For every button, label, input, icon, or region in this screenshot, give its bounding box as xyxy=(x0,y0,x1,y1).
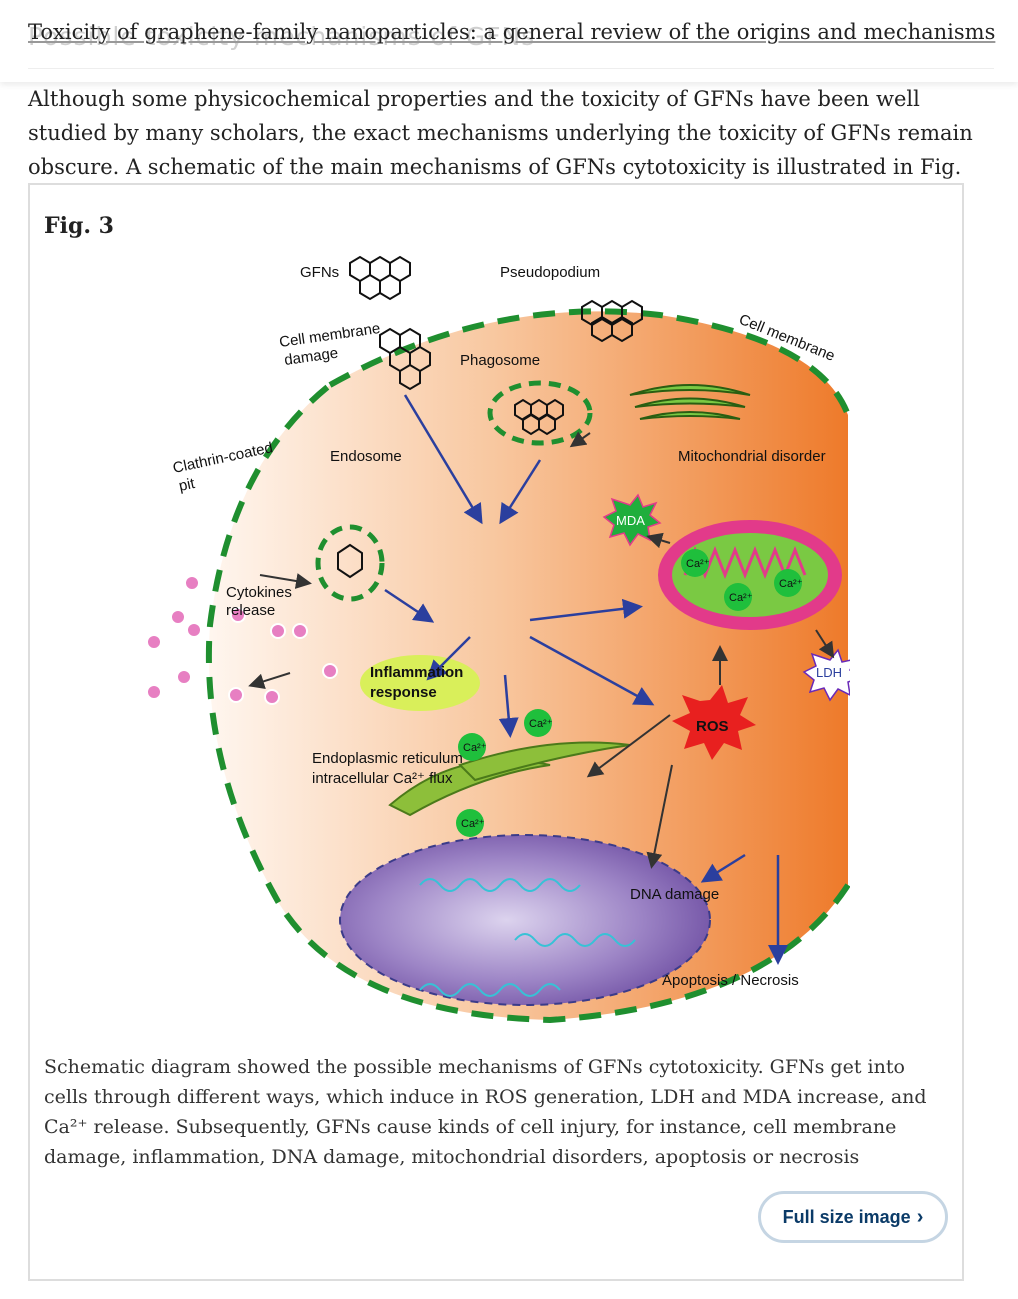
label-cytokines-1: Cytokines xyxy=(226,584,292,601)
intro-text: Although some physicochemical properties… xyxy=(28,87,973,179)
label-gfns: GFNs xyxy=(300,264,339,281)
phagosome xyxy=(487,380,593,446)
ros-burst xyxy=(672,685,756,760)
gfn-cluster-membrane xyxy=(379,327,431,391)
cell-membrane-outline xyxy=(205,308,850,1024)
ldh-burst xyxy=(802,648,850,702)
inflammation-blob xyxy=(360,655,480,711)
label-mitochondrial-disorder: Mitochondrial disorder xyxy=(678,448,826,465)
label-dna-damage: DNA damage xyxy=(630,886,719,903)
header-divider xyxy=(28,68,994,69)
figure-caption: Schematic diagram showed the possible me… xyxy=(44,1056,927,1168)
mechanism-diagram[interactable]: GFNs Pseudopodium Cell membrane damage P… xyxy=(130,245,850,1035)
label-mda: MDA xyxy=(616,513,645,528)
chevron-right-icon: › xyxy=(916,1206,924,1228)
figure-label: Fig. 3 xyxy=(44,213,114,239)
mechanism-arrows xyxy=(384,394,788,965)
dna-strand-2 xyxy=(514,933,636,947)
full-size-image-label: Full size image xyxy=(782,1206,911,1227)
full-size-image-button[interactable]: Full size image › xyxy=(758,1191,948,1243)
label-ca-4: Ca²⁺ xyxy=(529,718,553,730)
label-ca-3: Ca²⁺ xyxy=(779,578,803,590)
endosome xyxy=(315,524,385,602)
label-er-1: Endoplasmic reticulum xyxy=(312,750,463,767)
label-clathrin-2: pit xyxy=(177,475,197,495)
label-inflammation-1: Inflammation xyxy=(370,664,463,681)
label-inflammation-2: response xyxy=(370,684,437,701)
section-heading-ghost: Possible toxicity mechanisms of GFNs xyxy=(28,22,536,51)
label-endosome: Endosome xyxy=(330,448,402,465)
cell-body xyxy=(208,311,848,1020)
golgi-apparatus xyxy=(629,384,751,420)
nucleus xyxy=(339,834,711,1006)
label-ca-2: Ca²⁺ xyxy=(729,592,753,604)
label-er-2: intracellular Ca²⁺ flux xyxy=(312,770,453,787)
phagosome-gfns xyxy=(514,398,564,436)
label-ros: ROS xyxy=(696,718,729,735)
mda-burst xyxy=(602,493,662,547)
figure-container: Fig. 3 xyxy=(28,183,964,1281)
sticky-header: Possible toxicity mechanisms of GFNs Tox… xyxy=(0,0,1018,82)
label-ca-6: Ca²⁺ xyxy=(461,818,485,830)
gfn-cluster-top xyxy=(349,255,411,301)
cytokine-dots xyxy=(146,575,338,705)
article-title-link[interactable]: Toxicity of graphene-family nanoparticle… xyxy=(28,20,996,44)
label-phagosome: Phagosome xyxy=(460,352,540,369)
gfn-cluster-pseudopodium xyxy=(581,299,643,343)
dna-strand-1 xyxy=(419,878,581,892)
label-ldh: LDH xyxy=(816,665,842,680)
label-pseudopodium: Pseudopodium xyxy=(500,264,600,281)
article-title[interactable]: Toxicity of graphene-family nanoparticle… xyxy=(28,20,995,44)
label-cytokines-2: release xyxy=(226,602,275,619)
label-ca-5: Ca²⁺ xyxy=(463,742,487,754)
label-ca-1: Ca²⁺ xyxy=(686,558,710,570)
dna-strand-3 xyxy=(419,983,561,997)
label-apoptosis: Apoptosis / Necrosis xyxy=(662,972,799,989)
calcium-ions xyxy=(456,549,802,837)
